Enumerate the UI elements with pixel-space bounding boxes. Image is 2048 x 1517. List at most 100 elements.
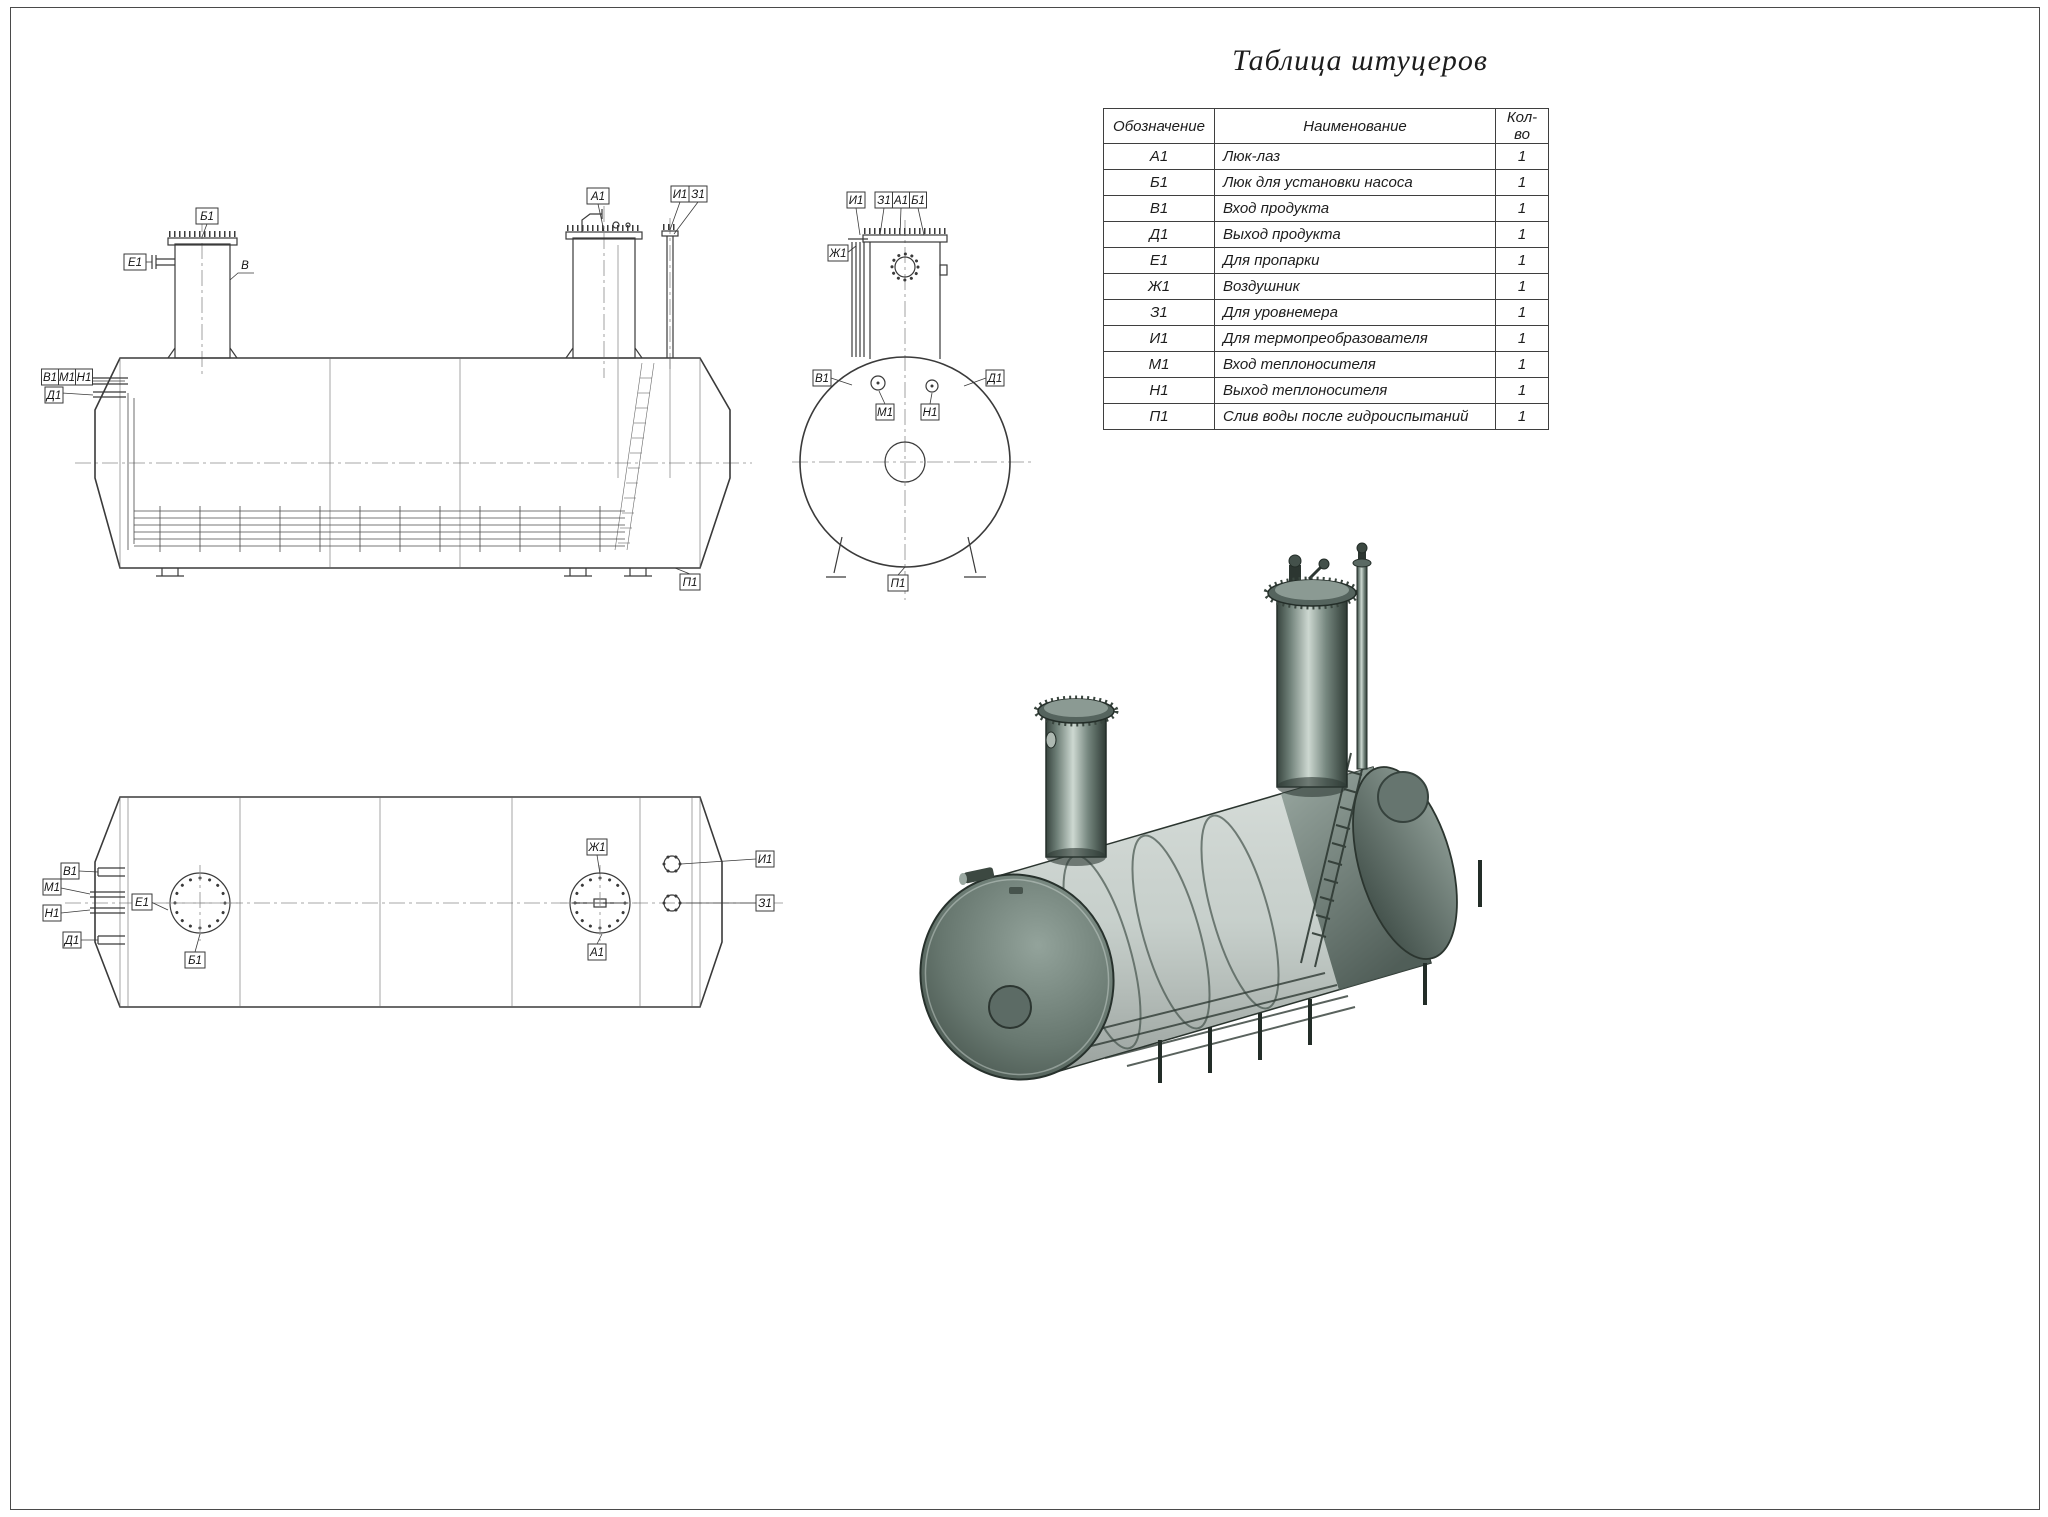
label-p1: П1 (887, 574, 909, 592)
svg-text:М1: М1 (59, 372, 75, 384)
label-a1: А1 (892, 191, 910, 209)
label-i1: И1 (846, 191, 866, 209)
svg-text:Б1: Б1 (188, 955, 202, 967)
label-zh1: Ж1 (586, 838, 608, 856)
label-z1: З1 (874, 191, 894, 209)
label-v1: В1 (812, 369, 832, 387)
tank-legs-end (826, 536, 986, 578)
label-d1: Д1 (985, 369, 1005, 387)
svg-text:Н1: Н1 (923, 407, 938, 419)
n1-nozzle-end (925, 379, 939, 393)
svg-text:В1: В1 (63, 866, 77, 878)
plan-view-drawing: В1 М1 Н1 Д1 Е1 Б1 Ж1 А1 И1 З1 (42, 796, 785, 1008)
sheet-frame (10, 7, 2040, 1510)
label-n1: Н1 (75, 368, 93, 386)
label-n1: Н1 (920, 403, 940, 421)
svg-text:Д1: Д1 (45, 390, 62, 402)
label-i1: И1 (670, 185, 690, 203)
label-m1: М1 (58, 368, 76, 386)
svg-text:Е1: Е1 (135, 897, 149, 909)
manhole-neck (565, 209, 643, 478)
pump-manhole-neck (167, 231, 238, 359)
table-title: Таблица штуцеров (1232, 44, 1488, 77)
m1-nozzle-end (870, 375, 886, 391)
i1-flange-plan (662, 854, 682, 874)
svg-text:А1: А1 (893, 195, 908, 207)
front-nozzle-stub (963, 867, 995, 884)
col-qty: Кол-во (1495, 108, 1549, 144)
svg-text:З1: З1 (691, 189, 704, 201)
col-name: Наименование (1214, 108, 1496, 144)
label-d1: Д1 (44, 386, 64, 404)
end-view-drawing: Ж1 И1 З1 А1 Б1 В1 Д1 М1 Н1 П1 (792, 191, 1032, 600)
svg-text:Б1: Б1 (200, 211, 214, 223)
gauge-pipe-3d (1352, 542, 1372, 770)
internal-ladder (614, 362, 655, 551)
label-b1: Б1 (195, 207, 219, 225)
tank-legs-3d (1158, 860, 1482, 1083)
tank-shell-side (94, 357, 731, 569)
level-gauge-pipe (661, 224, 679, 478)
label-z1: З1 (688, 185, 708, 203)
label-a1: А1 (586, 187, 610, 205)
manhole-neck-end (862, 228, 948, 359)
svg-text:З1: З1 (758, 898, 771, 910)
label-v1: В1 (41, 368, 59, 386)
svg-text:И1: И1 (849, 195, 864, 207)
svg-text:Б1: Б1 (911, 195, 925, 207)
svg-text:И1: И1 (673, 189, 688, 201)
svg-text:Ж1: Ж1 (588, 842, 606, 854)
ladder-3d (1300, 752, 1366, 968)
label-e1: Е1 (123, 253, 147, 271)
front-manhole-3d (988, 985, 1032, 1029)
label-d1: Д1 (62, 931, 82, 949)
svg-text:Д1: Д1 (63, 935, 80, 947)
label-e1: Е1 (131, 893, 153, 911)
svg-text:А1: А1 (589, 947, 604, 959)
tank-shell-plan (94, 796, 723, 1008)
e1-nozzle-stub (151, 255, 175, 269)
z1-flange-plan (662, 893, 682, 913)
label-zh1: Ж1 (827, 244, 849, 262)
label-m1: М1 (42, 878, 62, 896)
label-z1: З1 (755, 894, 775, 912)
label-m1: М1 (875, 403, 895, 421)
pump-manhole-flange-plan (162, 865, 238, 941)
label-v-weld: В (241, 260, 249, 272)
rear-head-3d (1352, 766, 1458, 960)
svg-text:П1: П1 (683, 577, 698, 589)
svg-text:В1: В1 (815, 373, 829, 385)
svg-text:М1: М1 (877, 407, 893, 419)
svg-text:П1: П1 (891, 578, 906, 590)
svg-text:Е1: Е1 (128, 257, 142, 269)
front-head-3d (919, 867, 1115, 1081)
manhole-flange-plan (560, 865, 640, 941)
heating-coil-3d (1074, 972, 1356, 1067)
heat-carrier-pipes (93, 377, 128, 398)
side-view-drawing: Б1 Е1 В А1 И1 З1 В1 М1 Н1 Д1 П1 (41, 185, 752, 591)
iso-render (919, 542, 1482, 1083)
tank-supports (156, 568, 652, 577)
heating-coil (127, 393, 625, 552)
label-p1: П1 (679, 573, 701, 591)
svg-text:Н1: Н1 (77, 372, 92, 384)
label-b1: Б1 (909, 191, 927, 209)
svg-text:И1: И1 (758, 854, 773, 866)
label-a1: А1 (587, 943, 607, 961)
svg-text:Д1: Д1 (986, 373, 1003, 385)
rear-manhole-3d (1377, 771, 1429, 823)
svg-text:М1: М1 (44, 882, 60, 894)
label-i1: И1 (755, 850, 775, 868)
manhole-neck-3d (1263, 554, 1361, 797)
